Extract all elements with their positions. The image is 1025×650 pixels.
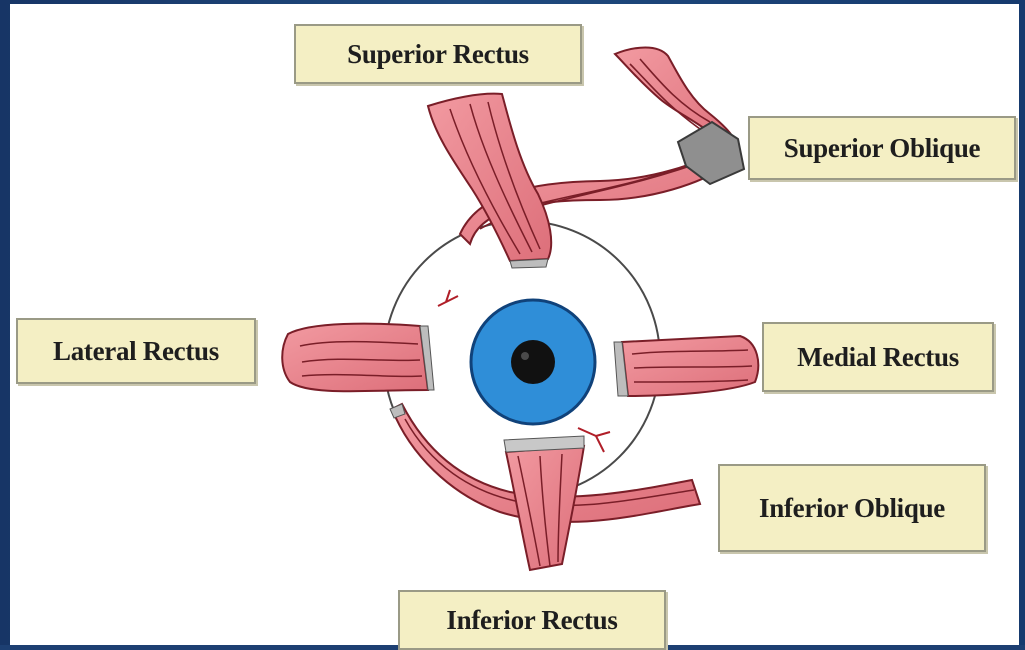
medial-rectus-muscle xyxy=(614,336,758,396)
label-inferior-oblique: Inferior Oblique xyxy=(718,464,986,552)
label-medial-rectus: Medial Rectus xyxy=(762,322,994,392)
pupil xyxy=(511,340,555,384)
label-superior-rectus: Superior Rectus xyxy=(294,24,582,84)
label-inferior-rectus: Inferior Rectus xyxy=(398,590,666,650)
label-superior-oblique: Superior Oblique xyxy=(748,116,1016,180)
lateral-rectus-muscle xyxy=(282,324,434,392)
pupil-highlight xyxy=(521,352,529,360)
label-lateral-rectus: Lateral Rectus xyxy=(16,318,256,384)
diagram-canvas: Superior Rectus Superior Oblique Lateral… xyxy=(10,4,1019,645)
inferior-rectus-muscle xyxy=(504,436,584,570)
